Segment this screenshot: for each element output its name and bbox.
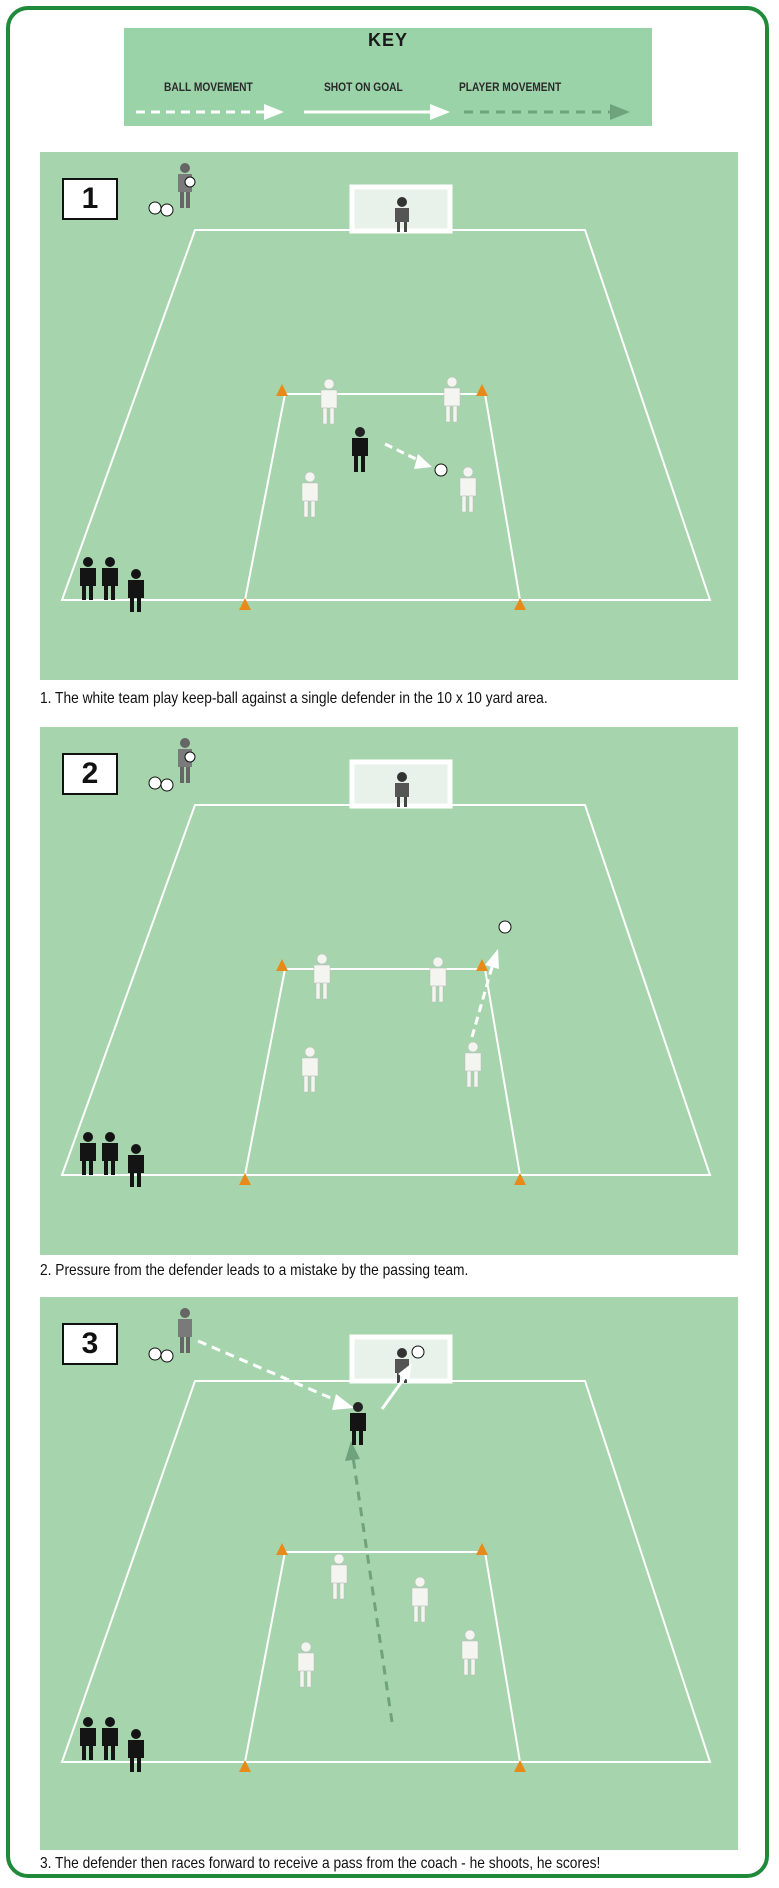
black-team-queue xyxy=(80,1132,144,1187)
defender xyxy=(350,1402,366,1445)
caption-1: 1. The white team play keep-ball against… xyxy=(40,690,651,708)
coach xyxy=(178,738,195,783)
black-team-queue xyxy=(80,557,144,612)
key-legend: KEY BALL MOVEMENT SHOT ON GOAL PLAYER MO… xyxy=(124,28,652,126)
defender-run-arrow xyxy=(345,1441,392,1722)
panel-number-2: 2 xyxy=(62,753,118,795)
white-team xyxy=(298,1554,478,1687)
pitch-1 xyxy=(40,152,738,680)
spare-balls xyxy=(149,777,173,791)
player-movement-arrow-sample xyxy=(464,104,630,120)
drill-panel-3: 3 xyxy=(40,1297,738,1850)
cones xyxy=(239,384,526,610)
coach xyxy=(178,1308,192,1353)
drill-panel-1: 1 xyxy=(40,152,738,680)
coach xyxy=(178,163,195,208)
white-team xyxy=(302,954,481,1092)
defender xyxy=(352,427,368,472)
panel-number-3: 3 xyxy=(62,1323,118,1365)
caption-3: 3. The defender then races forward to re… xyxy=(40,1855,651,1873)
drill-panel-2: 2 xyxy=(40,727,738,1255)
ball xyxy=(435,464,447,476)
pitch-2 xyxy=(40,727,738,1255)
panel-number-1: 1 xyxy=(62,178,118,220)
key-arrows xyxy=(124,28,652,126)
cones xyxy=(239,959,526,1185)
ball-movement-arrow-sample xyxy=(136,104,284,120)
ball-in-goal xyxy=(412,1346,424,1358)
spare-balls xyxy=(149,1348,173,1362)
black-team-queue xyxy=(80,1717,144,1772)
spare-balls xyxy=(149,202,173,216)
shot-on-goal-arrow-sample xyxy=(304,104,450,120)
ball xyxy=(499,921,511,933)
ball-pass-arrow xyxy=(385,444,432,469)
coach-pass-arrow xyxy=(198,1341,354,1410)
pitch-3 xyxy=(40,1297,738,1850)
caption-2: 2. Pressure from the defender leads to a… xyxy=(40,1262,651,1280)
